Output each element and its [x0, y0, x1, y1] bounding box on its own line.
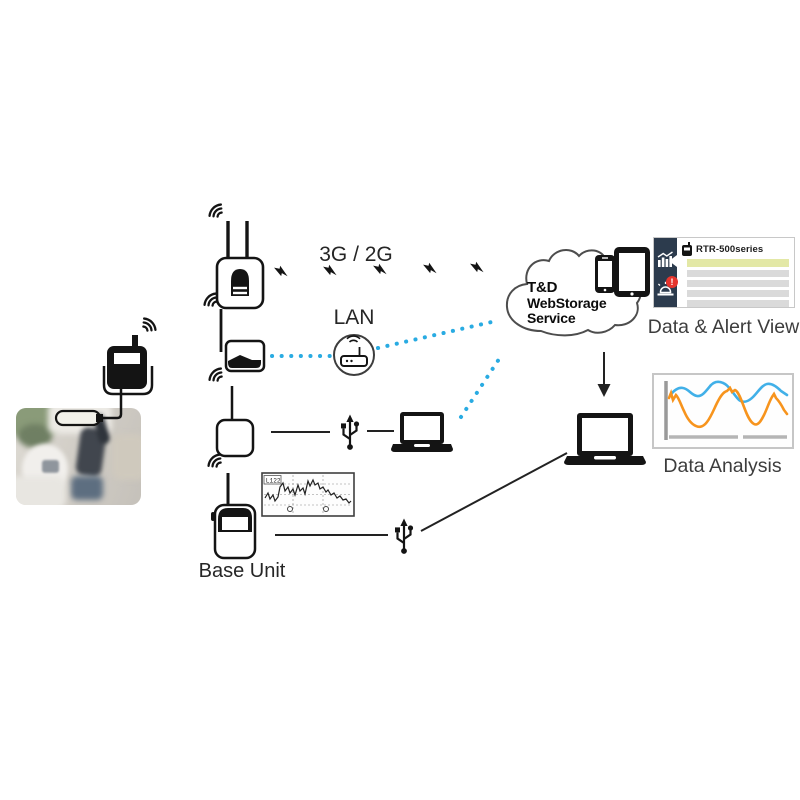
base-unit-label: Base Unit — [198, 560, 286, 582]
smartphone-icon — [595, 255, 615, 293]
lan-base-unit — [201, 290, 266, 373]
cellular-base-unit — [206, 201, 265, 310]
photo-blob — [112, 434, 141, 480]
data-analysis-caption: Data Analysis — [663, 455, 782, 477]
photo-shoulder — [16, 476, 66, 505]
data-row — [687, 300, 789, 307]
alert-view-panel: ! RTR-500series — [653, 237, 795, 308]
radio-waves-icon — [206, 365, 227, 386]
usb-base-unit — [206, 365, 255, 458]
data-row — [687, 280, 789, 287]
down-arrow-icon — [597, 352, 611, 397]
usb-icon — [339, 413, 361, 451]
alert-panel-sidebar: ! — [654, 238, 678, 307]
laptop-icon — [391, 412, 453, 452]
data-row — [687, 270, 789, 277]
panel-pointer — [669, 255, 677, 267]
cloud-title-line1: T&D — [527, 279, 558, 296]
analysis-panel — [652, 373, 794, 449]
tablet-icon — [614, 247, 650, 297]
dotted-link — [270, 319, 505, 419]
laptop-icon — [564, 413, 646, 465]
alert-panel-main: RTR-500series — [681, 242, 789, 307]
lan-label: LAN — [333, 306, 375, 329]
data-row — [687, 290, 789, 297]
alert-badge-text: ! — [670, 277, 674, 287]
connector-line — [420, 452, 568, 532]
photo-blob — [71, 476, 103, 500]
lan-router-icon — [333, 334, 375, 376]
radio-waves-icon — [138, 315, 159, 336]
sensor-cable — [100, 386, 123, 420]
blue-series-line — [668, 380, 789, 403]
orange-series-line — [667, 385, 789, 429]
alert-badge: ! — [666, 276, 678, 288]
handheld-base-unit — [205, 451, 257, 560]
recorded-graph-thumbnail: L122 — [261, 472, 355, 517]
cloud-title-line2: WebStorage — [527, 294, 607, 311]
radio-waves-icon — [206, 201, 227, 222]
usb-icon — [393, 517, 415, 556]
cellular-network-label: 3G / 2G — [319, 243, 393, 266]
device-series-title: RTR-500series — [696, 244, 764, 255]
data-logger-icon — [682, 242, 692, 256]
photo-visor — [42, 460, 59, 473]
sensor-capsule — [54, 409, 102, 427]
thumbnail-graph-label: L122 — [266, 477, 281, 484]
cloud-title-line3: Service — [527, 310, 576, 326]
highlighted-data-row — [687, 259, 789, 267]
cloud-service-title: T&D WebStorage Service — [527, 279, 607, 327]
data-logger-icon — [54, 315, 159, 427]
data-alert-view-caption: Data & Alert View — [647, 316, 800, 338]
